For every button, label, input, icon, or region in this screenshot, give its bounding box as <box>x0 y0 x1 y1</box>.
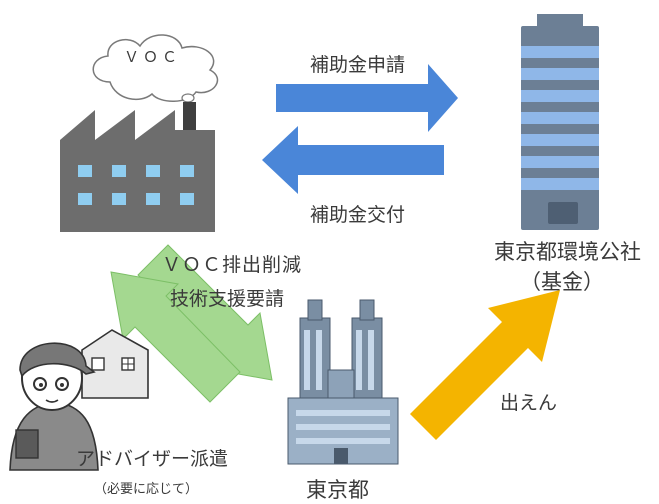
environment-corp-fund-note: （基金） <box>520 270 604 294</box>
support-request-line2: 技術支援要請 <box>170 288 285 310</box>
tokyo-government-label: 東京都 <box>306 478 369 502</box>
support-request-line1: ＶＯＣ排出削減 <box>162 254 303 276</box>
grant-payment-label: 補助金交付 <box>310 204 406 226</box>
advisor-dispatch-arrow <box>110 271 241 403</box>
voc-cloud <box>92 34 219 103</box>
factory-icon <box>60 34 219 232</box>
tokyo-government-building-icon <box>287 299 399 465</box>
grant-payment-arrow <box>262 126 444 194</box>
advisor-dispatch-label: アドバイザー派遣 <box>76 448 229 470</box>
funding-label: 出えん <box>500 392 558 414</box>
advisor-icon <box>9 329 149 471</box>
voc-cloud-text: ＶＯＣ <box>124 48 182 66</box>
office-building-icon <box>521 14 599 230</box>
grant-application-label: 補助金申請 <box>310 54 406 76</box>
funding-arrow <box>410 290 560 440</box>
advisor-dispatch-note: （必要に応じて） <box>94 482 199 497</box>
grant-application-arrow <box>276 64 458 132</box>
environment-corp-name: 東京都環境公社 <box>494 240 641 264</box>
